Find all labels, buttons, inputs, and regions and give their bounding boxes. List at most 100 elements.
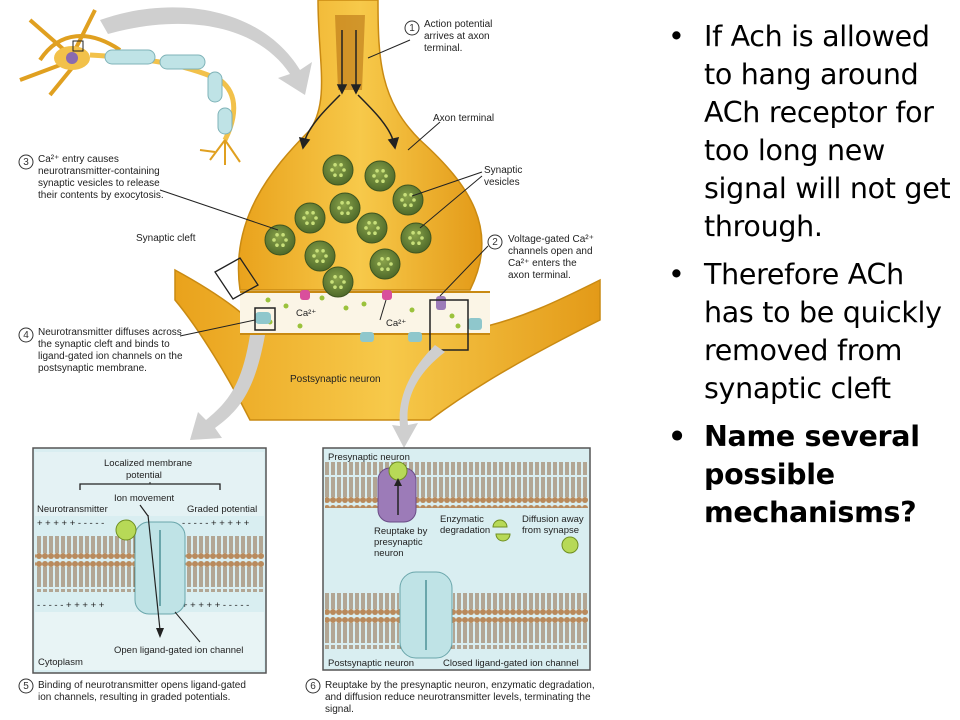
neurotransmitter-dot (297, 323, 303, 329)
small-neuron-illustration (19, 9, 241, 165)
vesicle-content-dot (275, 243, 279, 247)
neurotransmitter-dot (455, 323, 461, 329)
vesicle-content-dot (342, 168, 346, 172)
vesicle (369, 248, 401, 280)
bullet-item: • Name several possible mechanisms? (660, 418, 952, 532)
vesicle-content-dot (386, 267, 390, 272)
action-potential-arrows (298, 30, 400, 150)
vesicle-content-dot (339, 275, 343, 279)
zoom-arrow-left (190, 335, 265, 440)
vesicle-content-dot (408, 236, 412, 240)
vesicle-content-dot (377, 262, 381, 266)
synaptic-cleft-label: Synaptic cleft (136, 233, 196, 244)
vesicle-content-dot (420, 236, 424, 240)
vesicle-content-dot (330, 168, 334, 172)
svg-text:2: 2 (492, 237, 498, 248)
zoom-box-left (254, 307, 276, 331)
axon-terminal-label: Axon terminal (433, 113, 494, 124)
postsynaptic-panel-label: Postsynaptic neuron (328, 658, 414, 669)
vesicle-content-dot (311, 221, 315, 226)
vesicle-content-dot (315, 248, 319, 253)
neurotransmitter-dot (283, 303, 289, 309)
vesicle-content-dot (373, 231, 377, 236)
vesicle-content-dot (321, 249, 325, 253)
step6-label: 6 Reuptake by the presynaptic neuron, en… (305, 678, 595, 715)
ion-movement-label: Ion movement (114, 493, 175, 504)
vesicle-content-dot (384, 174, 388, 178)
svg-text:6: 6 (310, 681, 316, 692)
bullet-item: •Therefore ACh has to be quickly removed… (660, 256, 952, 408)
bullet-text: Name several possible mechanisms? (704, 420, 920, 529)
vesicle-content-dot (340, 211, 344, 215)
charges-bottom-right: + + + + + - - - - - (182, 600, 249, 611)
vesicle-content-dot (346, 201, 350, 205)
synaptic-vesicles (264, 154, 432, 298)
vesicle-content-dot (381, 169, 385, 173)
slide-text-column: • If Ach is allowed to hang around ACh re… (660, 18, 952, 542)
zoom-arrow-right (392, 345, 445, 448)
neurotransmitter-dot (449, 313, 455, 319)
vesicle-content-dot (305, 210, 309, 215)
vesicle-content-dot (373, 221, 377, 225)
vesicle-content-dot (417, 231, 421, 235)
graded-potential-label: Graded potential (187, 504, 257, 515)
bullet-dot: • (668, 258, 685, 291)
vesicle-content-dot (403, 192, 407, 197)
svg-text:4: 4 (23, 330, 29, 341)
svg-text:Reuptake by the presynaptic ne: Reuptake by the presynaptic neuron, enzy… (325, 680, 595, 715)
neurotransmitter-dot (361, 301, 367, 307)
vesicle-content-dot (367, 231, 371, 235)
neurotransmitter-label: Neurotransmitter (37, 504, 108, 515)
svg-text:5: 5 (23, 681, 29, 692)
vesicle (400, 222, 432, 254)
neurotransmitter-dots (265, 295, 461, 329)
vesicle-content-dot (409, 203, 413, 208)
vesicle-content-dot (333, 162, 337, 167)
vesicle-content-dot (367, 220, 371, 225)
vesicle-content-dot (330, 280, 334, 284)
svg-text:Voltage-gated Ca²⁺channels ope: Voltage-gated Ca²⁺channels open andCa²⁺ … (508, 234, 594, 281)
neurotransmitter-dot (319, 295, 325, 301)
vesicle-content-dot (340, 200, 344, 205)
vesicle-content-dot (281, 233, 285, 237)
ca-label-right: Ca²⁺ (386, 318, 406, 329)
vesicle-content-dot (272, 238, 276, 242)
bullet-dot: • (668, 420, 686, 453)
vesicle-content-dot (339, 173, 343, 178)
vesicle-content-dot (364, 226, 368, 230)
vesicle-content-dot (314, 216, 318, 220)
cytoplasm-label: Cytoplasm (38, 657, 83, 668)
ca-label-left: Ca²⁺ (296, 308, 316, 319)
vesicle-content-dot (315, 259, 319, 263)
vesicle-content-dot (312, 254, 316, 258)
bullet-list: • If Ach is allowed to hang around ACh re… (660, 18, 952, 532)
neurotransmitter-dot (343, 305, 349, 311)
vesicle (322, 266, 354, 298)
synaptic-cleft-bracket (214, 257, 259, 300)
vesicle-content-dot (375, 179, 379, 183)
vesicle-content-dot (380, 267, 384, 271)
presynaptic-neuron-label: Presynaptic neuron (328, 452, 410, 463)
vesicle-content-dot (389, 262, 393, 266)
vesicle-content-dot (403, 203, 407, 207)
open-channel-label: Open ligand-gated ion channel (114, 645, 243, 656)
vesicle-content-dot (324, 254, 328, 258)
vesicle-content-dot (281, 243, 285, 248)
vesicle (329, 192, 361, 224)
svg-text:3: 3 (23, 157, 29, 168)
vesicle-content-dot (321, 259, 325, 264)
bullet-text: If Ach is allowed to hang around ACh rec… (704, 20, 951, 243)
closed-channel-label: Closed ligand-gated ion channel (443, 658, 579, 669)
vesicle-content-dot (333, 173, 337, 177)
vesicle-content-dot (342, 280, 346, 284)
zoom-box-right (429, 299, 469, 351)
vesicle-content-dot (302, 216, 306, 220)
vesicle-content-dot (333, 274, 337, 279)
